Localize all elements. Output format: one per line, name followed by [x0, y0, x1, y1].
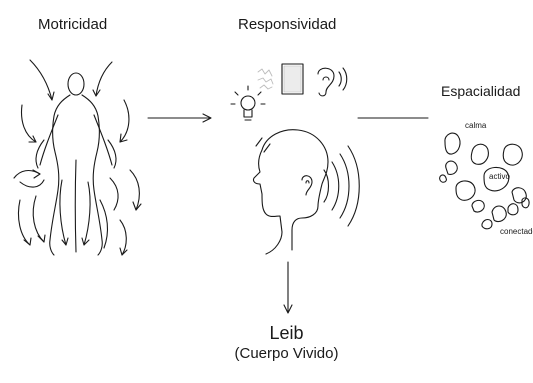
body-motion-icon [14, 60, 141, 255]
blob-cluster-icon [440, 133, 530, 229]
sound-waves-icon [324, 146, 359, 226]
noise-icon [258, 69, 273, 89]
arrow-motricidad-to-responsividad [148, 114, 211, 122]
ear-icon [318, 68, 347, 96]
arrow-to-leib [284, 262, 292, 313]
head-profile-icon [253, 130, 328, 254]
card-icon [282, 64, 303, 94]
lightbulb-icon [231, 86, 265, 120]
